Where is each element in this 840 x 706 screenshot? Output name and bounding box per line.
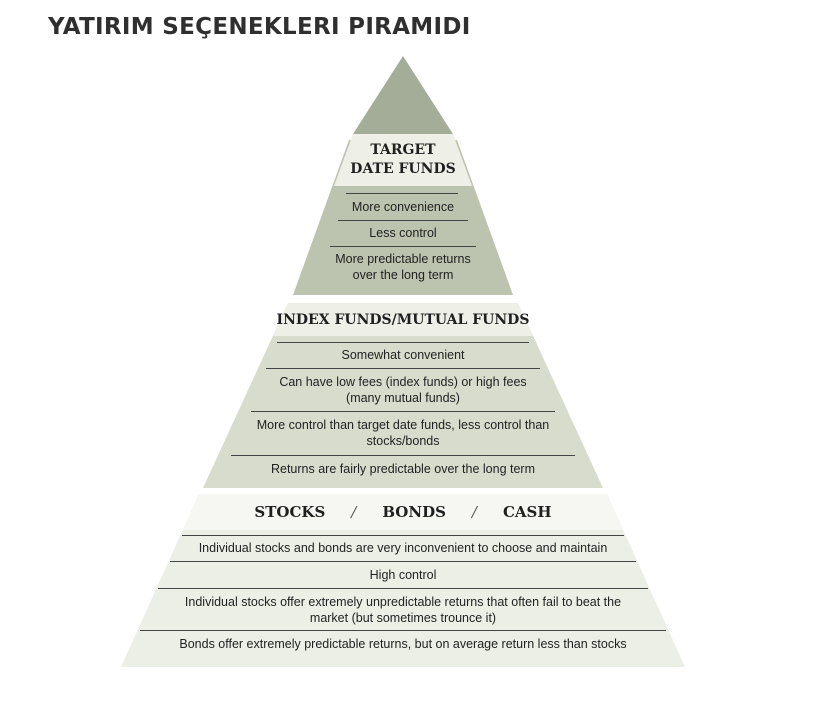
divider — [338, 220, 468, 221]
tier-2-row: Somewhat convenient — [253, 347, 553, 363]
tier-2-row: Can have low fees (index funds) or high … — [233, 374, 573, 406]
pyramid-tier-2-heading-band — [273, 303, 533, 336]
divider — [277, 342, 529, 343]
pyramid-band-3 — [199, 488, 607, 494]
divider — [346, 193, 458, 194]
pyramid-tier-1-heading-band — [334, 134, 472, 186]
divider — [170, 561, 636, 562]
tier-2-row: More control than target date funds, les… — [223, 417, 583, 449]
row-text: market (but sometimes trounce it) — [309, 611, 497, 625]
pyramid-band-2 — [288, 295, 518, 303]
pyramid-tier-2 — [203, 303, 603, 488]
tier-1-row: Less control — [323, 225, 483, 241]
tier-3-heading-stocks: STOCKS — [254, 503, 326, 521]
tier-1-heading-line: TARGET — [370, 142, 436, 158]
row-text: Bonds offer extremely predictable return… — [179, 637, 627, 651]
divider — [182, 535, 624, 536]
pyramid-tier-3-heading-band — [183, 494, 623, 530]
divider — [140, 630, 666, 631]
row-text: Individual stocks offer extremely unpred… — [184, 595, 622, 609]
tier-1-heading-line: DATE FUNDS — [350, 161, 456, 177]
tier-3-heading-separator: / — [351, 503, 357, 521]
tier-2-row: Returns are fairly predictable over the … — [213, 461, 593, 477]
row-text: More control than target date funds, les… — [256, 418, 550, 432]
row-text: Returns are fairly predictable over the … — [270, 462, 535, 476]
row-text: Individual stocks and bonds are very inc… — [198, 541, 608, 555]
tier-3-heading: STOCKS / BONDS / CASH — [203, 503, 603, 522]
pyramid-tier-3 — [121, 494, 685, 667]
row-text: More convenience — [351, 200, 455, 214]
tier-2-heading: INDEX FUNDS/MUTUAL FUNDS — [276, 312, 530, 328]
tier-3-row: Bonds offer extremely predictable return… — [133, 636, 673, 652]
divider — [231, 455, 575, 456]
tier-1-heading: TARGET DATE FUNDS — [333, 141, 473, 179]
divider — [251, 411, 555, 412]
row-text: (many mutual funds) — [346, 391, 460, 405]
divider — [158, 588, 648, 589]
tier-3-heading-separator: / — [471, 503, 477, 521]
tier-3-row: Individual stocks and bonds are very inc… — [153, 540, 653, 556]
tier-3-row: Individual stocks offer extremely unpred… — [138, 594, 668, 626]
row-text: High control — [369, 568, 437, 582]
tier-1-row: More predictable returns over the long t… — [303, 251, 503, 283]
tier-3-heading-cash: CASH — [502, 503, 552, 521]
row-text: stocks/bonds — [366, 434, 440, 448]
tier-3-row: High control — [253, 567, 553, 583]
page-title: YATIRIM SEÇENEKLERI PIRAMIDI — [48, 14, 471, 40]
pyramid-apex — [353, 56, 453, 134]
tier-1-row: More convenience — [323, 199, 483, 215]
row-text: Can have low fees (index funds) or high … — [279, 375, 527, 389]
row-text: More predictable returns — [335, 252, 471, 266]
row-text: Somewhat convenient — [341, 348, 465, 362]
row-text: Less control — [369, 226, 437, 240]
divider — [266, 368, 540, 369]
tier-3-heading-bonds: BONDS — [382, 503, 446, 521]
divider — [330, 246, 476, 247]
row-text: over the long term — [352, 268, 454, 282]
